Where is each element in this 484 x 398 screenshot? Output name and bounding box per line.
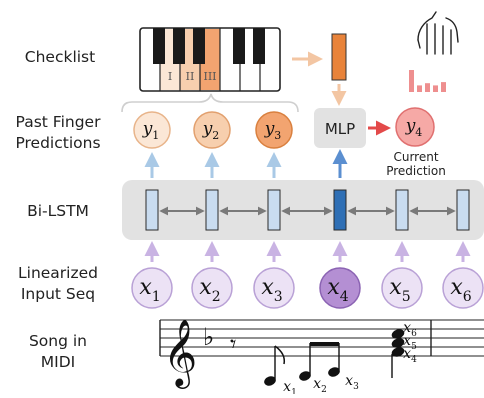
note-x3	[328, 343, 340, 377]
lstm-cell-2	[205, 189, 219, 231]
input-circle-4	[319, 267, 361, 309]
input-sequence-nodes: x1 x2 x3 x4 x5 x6	[131, 267, 484, 309]
input-node-5: x5	[381, 267, 423, 309]
lstm-cell-5	[395, 189, 409, 231]
note-label-4-subscript: 6	[411, 329, 417, 339]
roman-I: I	[168, 70, 172, 83]
current-prediction-line1: Current	[393, 150, 438, 164]
probability-bar-1	[409, 70, 414, 92]
note-label-1: x1	[283, 379, 297, 394]
note-x2	[299, 343, 311, 381]
music-staff	[159, 319, 484, 357]
input-label-4-subscript: 4	[340, 289, 349, 305]
input-arrows	[144, 241, 471, 262]
current-prediction-label-subscript: 4	[415, 126, 422, 139]
input-node-1: x1	[131, 267, 173, 309]
lstm-output-arrows	[144, 149, 348, 178]
probability-bar-5	[441, 82, 446, 92]
label-input-seq-line2: Input Seq	[21, 285, 95, 303]
past-prediction-label-1-subscript: 1	[152, 129, 159, 142]
roman-III: III	[203, 70, 216, 83]
past-prediction-nodes: y1 y2 y3 y4	[133, 107, 435, 149]
past-predictions-brace	[121, 93, 299, 113]
note-label-3: x3	[345, 373, 359, 392]
hand-icon	[417, 11, 459, 55]
input-circle-3	[253, 267, 295, 309]
note-label-6-subscript: 4	[411, 355, 417, 365]
input-node-2: x2	[191, 267, 233, 309]
past-prediction-label-2-subscript: 2	[212, 129, 219, 142]
current-prediction-node: y4	[395, 107, 435, 147]
note-group-x1-x3	[264, 342, 340, 386]
past-prediction-3: y3	[255, 111, 293, 149]
lstm-cell-6	[456, 189, 470, 231]
lstm-cell-1	[145, 189, 159, 231]
checklist-vector-cell	[331, 33, 347, 81]
note-label-1-subscript: 1	[291, 388, 297, 394]
input-node-4: x4	[319, 267, 361, 309]
label-input-seq-line1: Linearized	[18, 264, 98, 282]
past-prediction-1: y1	[133, 111, 171, 149]
lstm-cell-4	[333, 189, 347, 231]
eighth-rest-icon: 𝄾	[230, 330, 236, 358]
past-prediction-2: y2	[193, 111, 231, 149]
input-node-6: x6	[442, 267, 484, 309]
input-label-5-subscript: 5	[402, 289, 411, 305]
input-circle-1	[131, 267, 173, 309]
input-circle-2	[191, 267, 233, 309]
label-song-line2: MIDI	[41, 353, 75, 371]
input-circle-6	[442, 267, 484, 309]
note-label-2-subscript: 2	[321, 385, 327, 394]
flat-sign-icon: ♭	[203, 323, 214, 351]
probability-bar-4	[433, 85, 438, 92]
input-label-3-subscript: 3	[274, 289, 283, 305]
past-prediction-circle-3	[255, 111, 293, 149]
input-node-3: x3	[253, 267, 295, 309]
label-checklist: Checklist	[25, 48, 95, 66]
mlp-label: MLP	[325, 120, 355, 138]
input-label-2-subscript: 2	[212, 289, 221, 305]
label-past-predictions-line2: Predictions	[15, 134, 100, 152]
past-prediction-label-3-subscript: 3	[274, 129, 281, 142]
input-circle-5	[381, 267, 423, 309]
label-past-predictions-line1: Past Finger	[16, 113, 102, 131]
probability-bar-2	[417, 85, 422, 92]
current-prediction-circle	[395, 107, 435, 147]
piano-keys-icon: I II III	[139, 27, 281, 92]
note-label-2: x2	[313, 376, 327, 394]
input-label-1-subscript: 1	[152, 289, 161, 305]
label-bilstm: Bi-LSTM	[27, 202, 89, 220]
treble-clef-icon: 𝄞	[163, 318, 197, 389]
past-prediction-circle-1	[133, 111, 171, 149]
mlp-box: MLP	[314, 108, 366, 148]
note-x1	[264, 345, 286, 386]
probability-bars	[409, 70, 446, 92]
past-prediction-circle-2	[193, 111, 231, 149]
label-song-line1: Song in	[29, 332, 87, 350]
bilstm-cells	[145, 189, 470, 231]
input-label-6-subscript: 6	[463, 289, 472, 305]
lstm-cell-3	[267, 189, 281, 231]
chord-x4-x6	[391, 329, 405, 378]
note-label-3-subscript: 3	[353, 382, 359, 392]
current-prediction-line2: Prediction	[386, 164, 446, 178]
roman-II: II	[186, 70, 195, 83]
note-label-5-subscript: 5	[411, 342, 417, 352]
probability-bar-3	[425, 83, 430, 92]
